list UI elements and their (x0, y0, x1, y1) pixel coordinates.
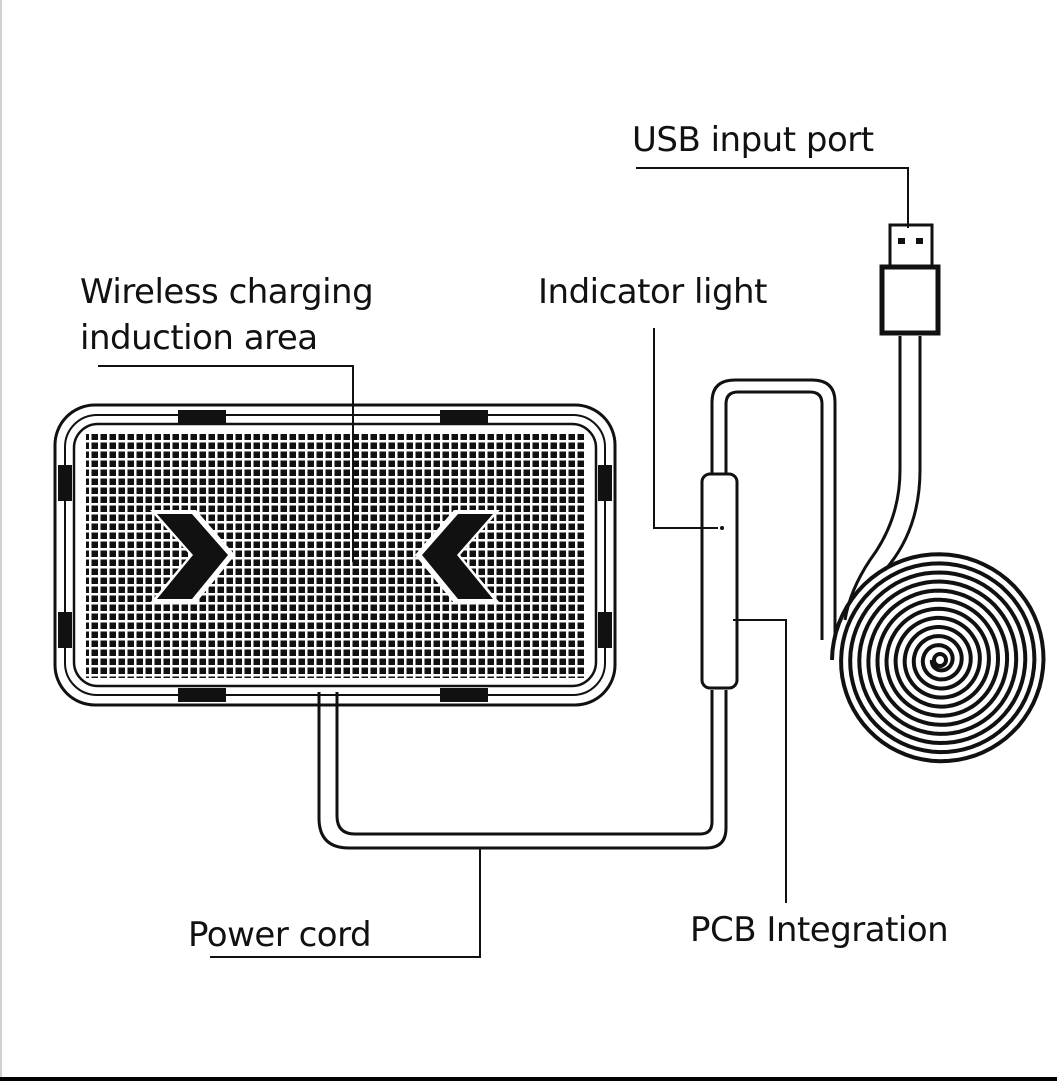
pad-tab (440, 688, 488, 702)
bottom-border (0, 1077, 1057, 1081)
pad-tab (598, 465, 612, 501)
coiled-cable (830, 552, 1046, 764)
leader-pcb (733, 619, 787, 903)
pad-tab (440, 410, 488, 424)
leader-lines (98, 167, 909, 958)
usb-plug (843, 223, 941, 621)
power-cord (317, 378, 837, 850)
leader-power-cord (210, 849, 481, 958)
leader-usb (636, 167, 909, 228)
label-pcb-integration: PCB Integration (690, 910, 949, 950)
chevron-right-icon (150, 510, 235, 603)
coil-center (932, 652, 948, 668)
coil-spiral (830, 552, 1046, 764)
pad-tab (58, 612, 72, 648)
label-indicator-light: Indicator light (538, 272, 767, 312)
chevron-left-icon (415, 510, 500, 603)
label-power-cord: Power cord (188, 915, 372, 955)
pad-tab (598, 612, 612, 648)
label-induction-line2: induction area (80, 318, 318, 358)
pad-tab (58, 465, 72, 501)
indicator-light-dot (720, 526, 724, 530)
pcb-module (700, 472, 739, 690)
left-border (0, 0, 2, 1077)
leader-indicator (653, 328, 718, 529)
leader-induction (98, 365, 354, 562)
label-usb-input-port: USB input port (632, 120, 874, 160)
label-induction-line1: Wireless charging (80, 272, 374, 312)
pad-tab (178, 410, 226, 424)
pad-tab (178, 688, 226, 702)
charging-pad (53, 403, 617, 707)
